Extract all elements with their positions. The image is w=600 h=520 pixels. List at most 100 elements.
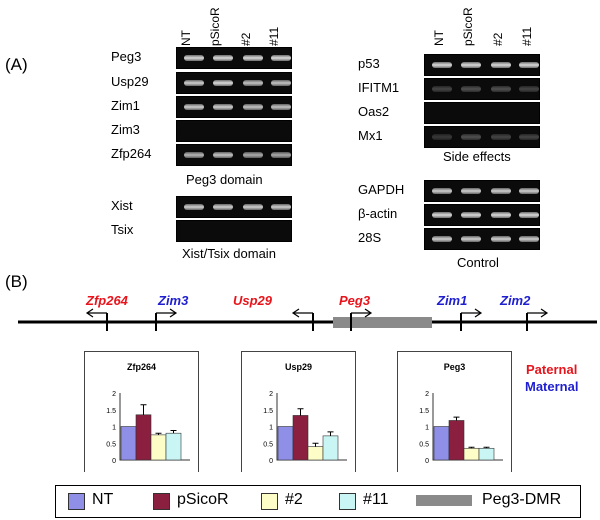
caption-side-effects: Side effects xyxy=(443,149,511,164)
gel-band xyxy=(271,80,291,86)
panel-a-label: (A) xyxy=(5,55,28,74)
bar xyxy=(322,435,339,461)
legend-swatch-11 xyxy=(339,493,356,510)
legend-swatch-2 xyxy=(261,493,278,510)
gel-band xyxy=(243,104,263,110)
bar xyxy=(478,447,495,461)
gene-label: Zim1 xyxy=(111,98,140,113)
gel-band xyxy=(243,204,263,210)
legend-label-dmr: Peg3-DMR xyxy=(482,491,562,508)
gel-band xyxy=(461,188,481,194)
gel-band xyxy=(184,104,204,110)
gel-strip xyxy=(176,72,292,94)
caption-control: Control xyxy=(457,255,499,270)
gene-label: Peg3 xyxy=(111,49,142,64)
transcription-arrow xyxy=(291,308,313,318)
y-tick-label: 0 xyxy=(269,458,273,465)
peg3-dmr-box xyxy=(333,317,432,328)
error-bar xyxy=(312,442,319,447)
gel-band xyxy=(491,62,511,68)
gel-strip xyxy=(424,54,540,76)
map-gene-label: Zfp264 xyxy=(86,293,128,308)
gene-label: 28S xyxy=(358,230,382,245)
gel-band xyxy=(243,55,263,61)
map-gene-label: Zim2 xyxy=(500,293,531,308)
legend-label-2: #2 xyxy=(285,491,303,508)
transcription-arrow xyxy=(461,308,483,318)
gel-band xyxy=(271,104,291,110)
bar xyxy=(135,414,152,461)
legend-label-nt: NT xyxy=(92,491,114,508)
gel-band xyxy=(519,134,539,140)
gel-band xyxy=(271,204,291,210)
gel-strip xyxy=(424,78,540,100)
y-tick-label: 0 xyxy=(112,458,116,465)
gene-label: Zfp264 xyxy=(111,146,152,161)
y-tick-label: 0.5 xyxy=(263,441,273,448)
legend-swatch-dmr xyxy=(416,495,472,506)
y-tick-label: 0.5 xyxy=(106,441,116,448)
gel-band xyxy=(519,188,539,194)
legend-label-psicor: pSicoR xyxy=(177,491,229,508)
paternal-label: Paternal xyxy=(526,362,578,377)
gel-band xyxy=(243,152,263,158)
gel-band xyxy=(213,104,233,110)
gel-band xyxy=(461,134,481,140)
bar xyxy=(307,446,324,461)
gel-band xyxy=(213,55,233,61)
gel-band xyxy=(519,62,539,68)
gel-band xyxy=(461,62,481,68)
gel-band xyxy=(491,212,511,218)
chart-title: Zfp264 xyxy=(127,362,156,372)
gel-band xyxy=(213,204,233,210)
map-gene-label: Usp29 xyxy=(233,293,273,308)
error-bar xyxy=(140,404,147,415)
gel-band xyxy=(461,236,481,242)
gene-label: p53 xyxy=(358,56,380,71)
lane-header: #11 xyxy=(267,26,281,46)
lane-header: pSicoR xyxy=(461,7,475,46)
gel-band xyxy=(519,212,539,218)
transcription-arrow xyxy=(156,308,178,318)
gene-label: Usp29 xyxy=(111,74,149,89)
gel-band xyxy=(432,236,452,242)
y-tick-label: 1.5 xyxy=(263,408,273,415)
gel-band xyxy=(491,236,511,242)
gel-strip xyxy=(176,47,292,69)
map-gene-label: Zim1 xyxy=(437,293,468,308)
transcription-arrow xyxy=(527,308,549,318)
error-bar xyxy=(327,431,334,436)
chart-title: Peg3 xyxy=(444,362,466,372)
gene-map xyxy=(18,308,597,331)
y-tick-label: 1 xyxy=(425,425,429,432)
lane-header: #2 xyxy=(239,32,253,46)
gel-band xyxy=(491,134,511,140)
gel-band xyxy=(213,80,233,86)
error-bar xyxy=(453,416,460,421)
y-tick-label: 0.5 xyxy=(419,441,429,448)
bar xyxy=(433,426,450,461)
gel-strip xyxy=(176,144,292,166)
chart-title: Usp29 xyxy=(285,362,312,372)
bar xyxy=(448,420,465,461)
gel-band xyxy=(213,152,233,158)
gene-label: IFITM1 xyxy=(358,80,400,95)
transcription-arrow xyxy=(85,308,107,318)
gel-band xyxy=(243,80,263,86)
lane-header: pSicoR xyxy=(208,7,222,46)
gel-band xyxy=(491,86,511,92)
y-tick-label: 1 xyxy=(112,425,116,432)
gel-strip xyxy=(424,180,540,202)
gel-strip xyxy=(176,96,292,118)
gel-band xyxy=(432,212,452,218)
gel-band xyxy=(271,152,291,158)
error-bar xyxy=(483,446,490,449)
gel-band xyxy=(184,152,204,158)
gel-band xyxy=(184,55,204,61)
y-tick-label: 2 xyxy=(425,391,429,398)
